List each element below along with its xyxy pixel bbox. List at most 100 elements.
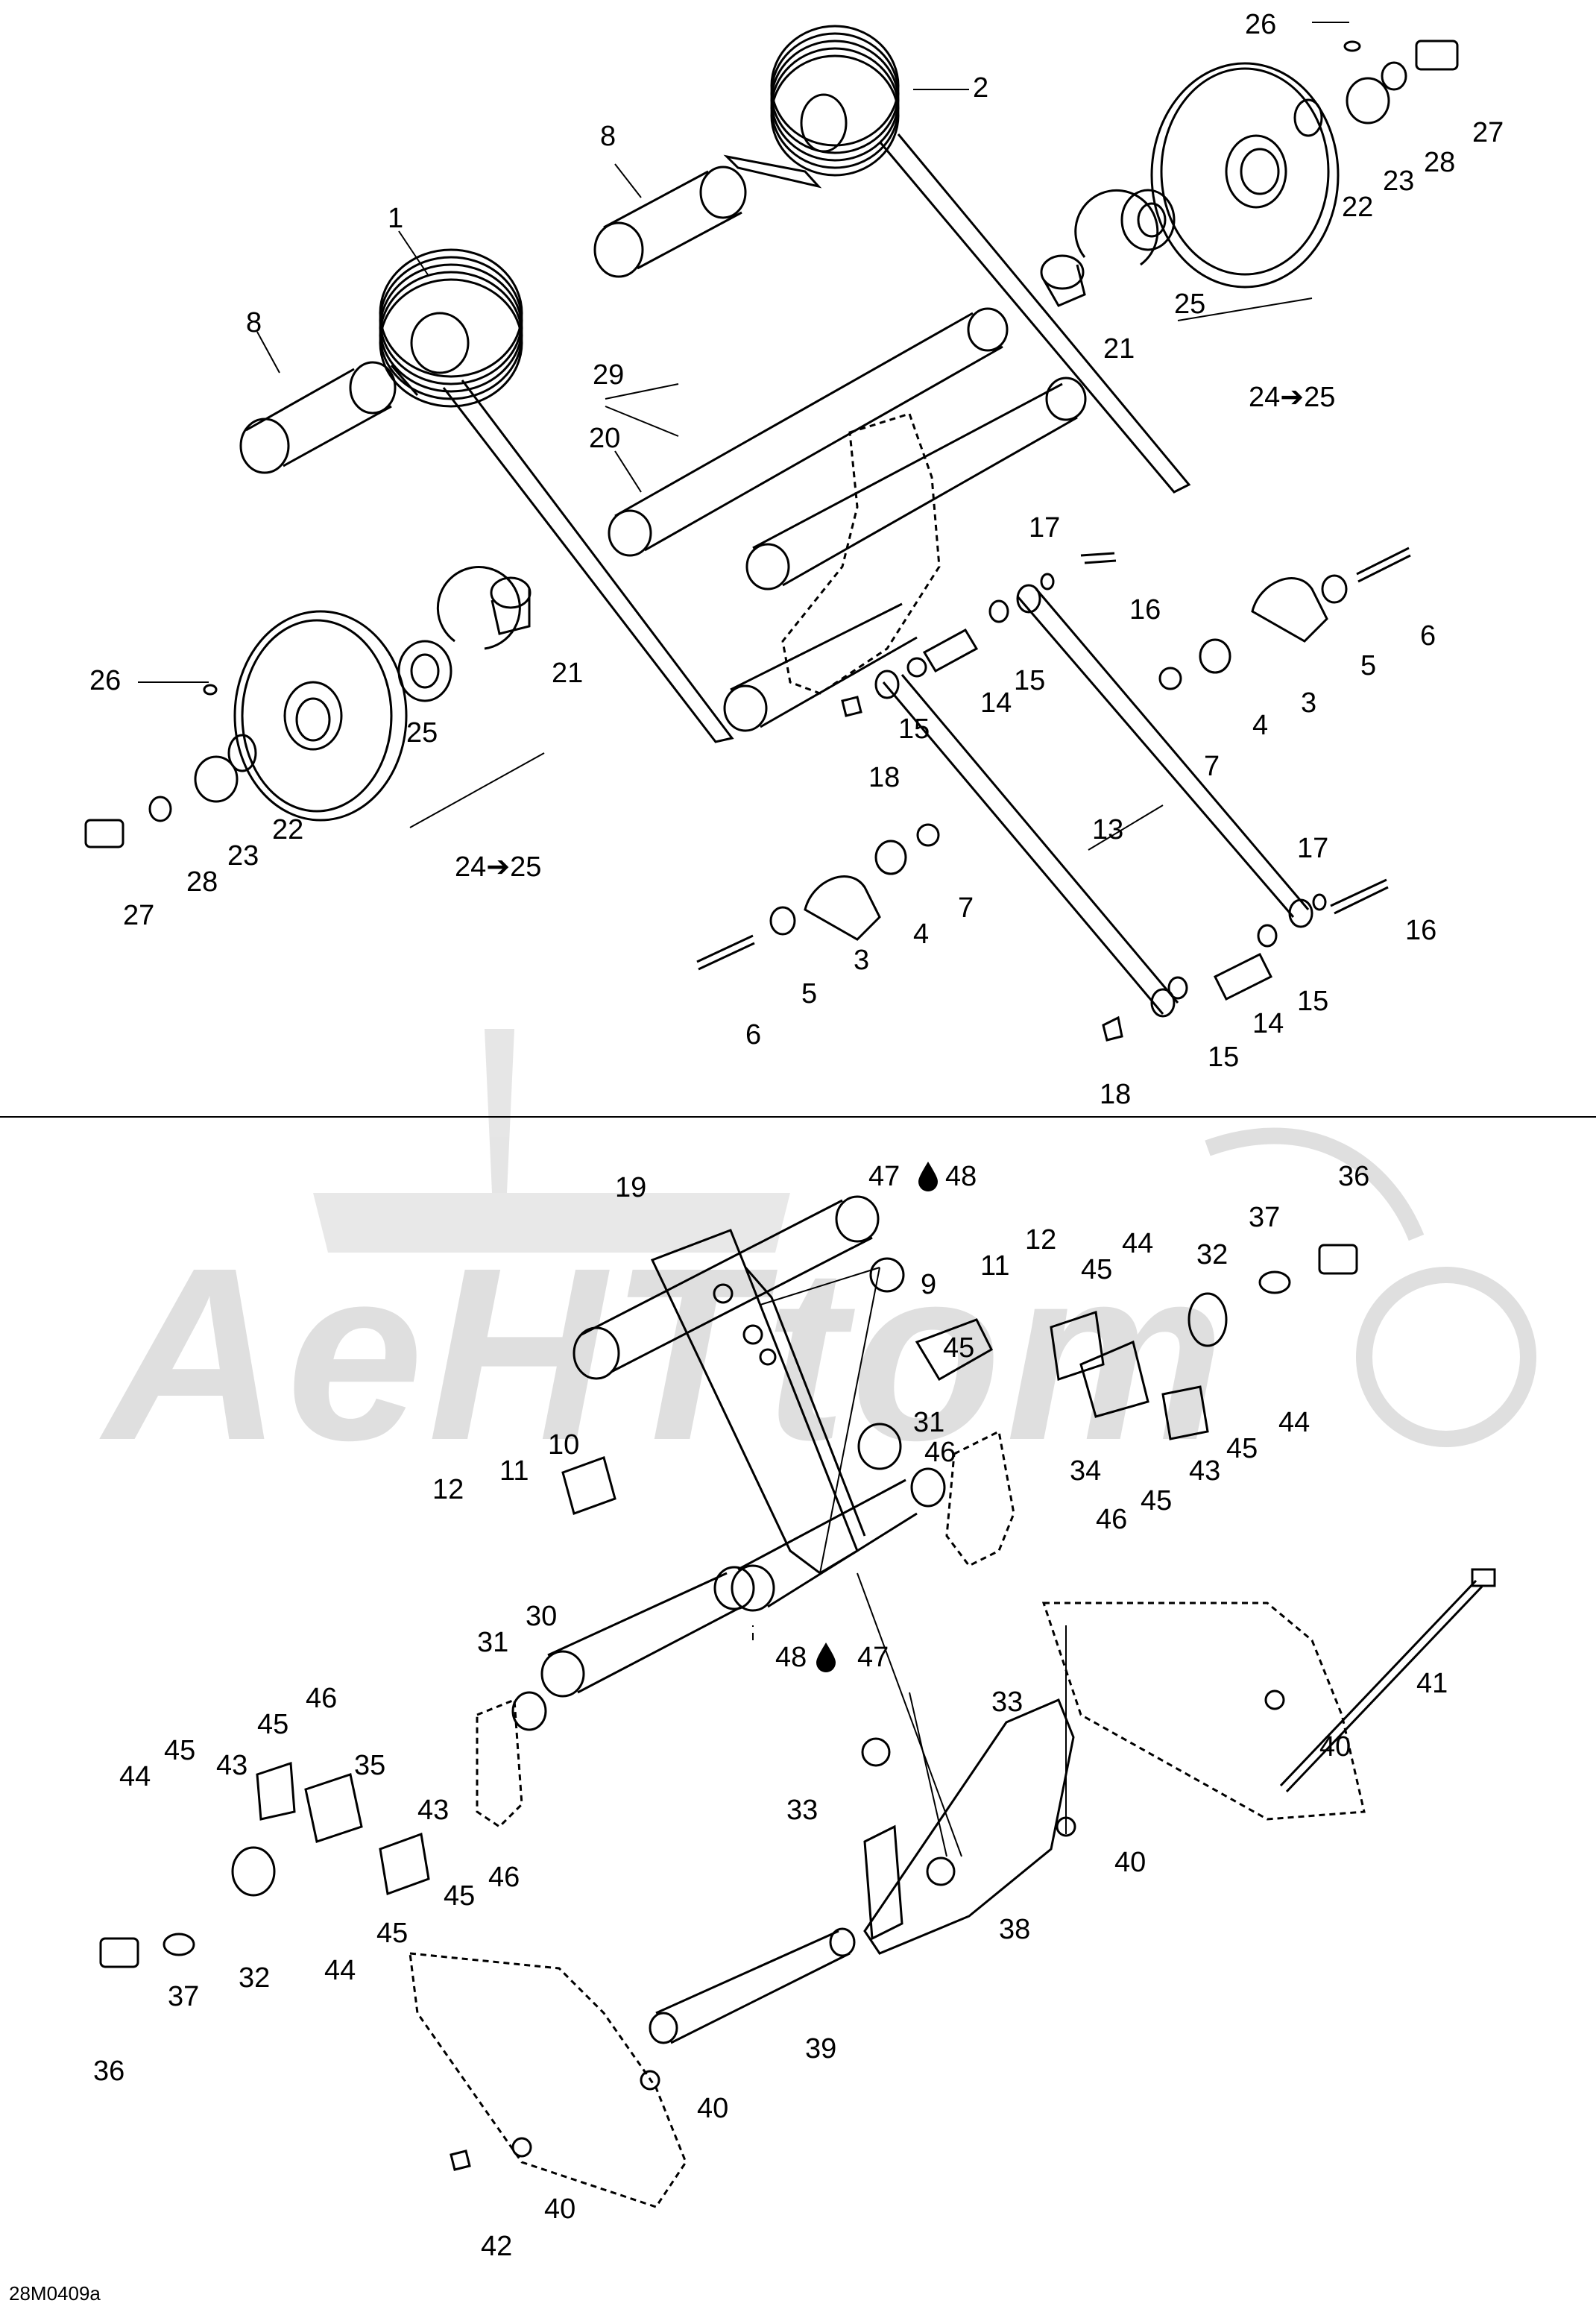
callout-18-upper: 18 (868, 762, 900, 793)
callout-17-upper: 17 (1029, 512, 1060, 544)
leader-lines (138, 22, 1349, 1857)
callout-6-upper: 6 (1420, 620, 1436, 652)
callout-47-lower: 47 (857, 1642, 889, 1673)
callout-48-lower: 48 (775, 1642, 807, 1673)
callout-39: 39 (805, 2033, 836, 2065)
mount-blocks (99, 1244, 1358, 1968)
swing-arm-19 (573, 1195, 918, 1612)
callout-38: 38 (999, 1914, 1030, 1945)
stopper-lower (696, 823, 940, 971)
callout-24-25-upper: 24➔25 (1249, 382, 1335, 413)
sleeve-right (593, 166, 747, 278)
callout-36-upper: 36 (1338, 1161, 1369, 1192)
washers-nuts (450, 1257, 1285, 2171)
callout-43-lower-left: 43 (216, 1750, 247, 1781)
drop-icon-lower (816, 1643, 836, 1672)
callout-46-c: 46 (306, 1683, 337, 1714)
callout-44-right: 44 (1278, 1407, 1310, 1438)
callout-13: 13 (1092, 814, 1123, 845)
callout-43-lower-right: 43 (417, 1795, 449, 1826)
callout-4-lower: 4 (913, 919, 929, 950)
callout-21-upper: 21 (1103, 333, 1135, 365)
callout-1: 1 (388, 203, 403, 234)
callout-11-left: 11 (499, 1455, 529, 1487)
callout-44-left: 44 (119, 1761, 151, 1792)
callout-45-d: 45 (1141, 1485, 1172, 1517)
sleeve-left (239, 361, 397, 474)
callout-45-a: 45 (1081, 1254, 1112, 1285)
callout-6-lower: 6 (745, 1019, 761, 1051)
callout-37-lower: 37 (168, 1981, 199, 2012)
callout-45-g: 45 (444, 1880, 475, 1912)
drop-icon (918, 1162, 938, 1191)
callout-40-d: 40 (544, 2193, 575, 2225)
callout-31-upper: 31 (913, 1407, 944, 1438)
callout-35: 35 (354, 1750, 385, 1781)
callout-7-upper: 7 (1204, 751, 1220, 782)
callout-34: 34 (1070, 1455, 1101, 1487)
callout-15-c: 15 (1297, 986, 1328, 1017)
rear-bracket-dashed (409, 1429, 1366, 2208)
callout-16-lower: 16 (1405, 915, 1436, 946)
callout-14-upper: 14 (980, 687, 1012, 719)
part-drawings (84, 22, 1496, 2208)
stopper-upper (1158, 547, 1411, 690)
callout-45-h: 45 (376, 1918, 408, 1949)
callout-18-lower: 18 (1100, 1079, 1131, 1110)
callout-27-upper: 27 (1472, 117, 1504, 148)
callout-30: 30 (526, 1601, 557, 1632)
callout-19: 19 (615, 1172, 646, 1203)
callout-45-c: 45 (1226, 1433, 1258, 1464)
callout-22-lower: 22 (272, 814, 303, 845)
callout-44-lower: 44 (324, 1955, 356, 1986)
callout-15-a: 15 (1014, 665, 1045, 696)
callout-14-lower: 14 (1252, 1008, 1284, 1039)
spring-left (379, 248, 734, 743)
callout-40-c: 40 (697, 2093, 728, 2124)
shaft-20 (608, 307, 1009, 557)
callout-46-d: 46 (488, 1862, 520, 1893)
watermark-text: AeHTtom (97, 1216, 1229, 1491)
callout-25-lower: 25 (406, 717, 438, 749)
callout-37-upper: 37 (1249, 1202, 1280, 1233)
callout-27-lower: 27 (123, 900, 154, 931)
callout-12-left: 12 (432, 1474, 464, 1505)
callout-28-lower: 28 (186, 866, 218, 898)
callout-2: 2 (973, 72, 988, 104)
callout-47-upper: 47 (868, 1161, 900, 1192)
callout-46-b: 46 (1096, 1504, 1127, 1535)
callout-5-upper: 5 (1360, 650, 1376, 681)
callout-8-right: 8 (600, 121, 616, 152)
callout-26-lower: 26 (89, 665, 121, 696)
callout-45-f: 45 (257, 1709, 288, 1740)
callout-23-upper: 23 (1383, 166, 1414, 197)
callout-24-25-lower: 24➔25 (455, 851, 541, 883)
callout-25-upper: 25 (1174, 289, 1205, 320)
watermark: AeHTtom (97, 1029, 1536, 1491)
callout-labels: 1 2 3 3 4 4 5 5 6 6 7 7 8 8 9 10 11 11 1… (89, 9, 1504, 2262)
callout-42: 42 (481, 2231, 512, 2262)
callout-32-upper: 32 (1196, 1239, 1228, 1270)
lower-tube-30 (511, 1566, 755, 1731)
callout-45-b: 45 (943, 1332, 974, 1364)
callout-7-lower: 7 (958, 892, 974, 924)
link-rods (841, 552, 1389, 1042)
callout-33-left: 33 (786, 1795, 818, 1826)
callout-9: 9 (921, 1269, 936, 1300)
callout-44-upper: 44 (1122, 1228, 1153, 1259)
callout-16-upper: 16 (1129, 594, 1161, 626)
callout-11-right: 11 (980, 1250, 1009, 1282)
callout-26-upper: 26 (1245, 9, 1276, 40)
callout-15-b: 15 (898, 714, 930, 745)
callout-40-a: 40 (1319, 1731, 1351, 1763)
drawing-code: 28M0409a (9, 2282, 101, 2305)
callout-31-lower: 31 (477, 1627, 508, 1658)
callout-5-lower: 5 (801, 978, 817, 1010)
callout-12-right: 12 (1025, 1224, 1056, 1256)
callout-41: 41 (1416, 1668, 1448, 1699)
callout-3-lower: 3 (854, 945, 869, 976)
callout-20: 20 (589, 423, 620, 454)
callout-10: 10 (548, 1429, 579, 1461)
